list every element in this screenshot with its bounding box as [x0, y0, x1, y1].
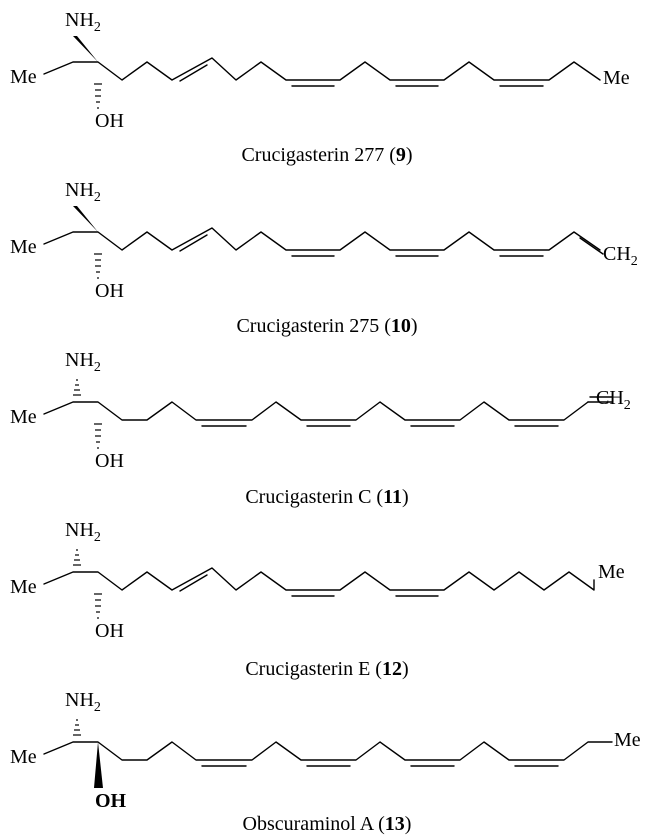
- amine-label: NH2: [65, 519, 101, 545]
- carbon-chain: [43, 227, 601, 251]
- left-methyl-label: Me: [10, 576, 37, 598]
- right-group-label: Me: [603, 67, 630, 89]
- left-methyl-label: Me: [10, 236, 37, 258]
- left-methyl-label: Me: [10, 66, 37, 88]
- hydroxyl-hash-bond: [94, 423, 102, 449]
- hydroxyl-hash-bond: [94, 83, 102, 109]
- right-group-label: CH2: [596, 387, 631, 413]
- amine-label: NH2: [65, 9, 101, 35]
- molecule-12: NH2 Me OH Me Crucigasterin E (12): [10, 519, 625, 680]
- hydroxyl-label: OH: [95, 790, 127, 812]
- carbon-chain: [43, 57, 601, 81]
- double-bond-e: [179, 234, 208, 252]
- compound-caption: Crucigasterin 275 (10): [236, 315, 417, 337]
- left-methyl-label: Me: [10, 746, 37, 768]
- compound-caption: Obscuraminol A (13): [243, 813, 412, 835]
- amine-label: NH2: [65, 349, 101, 375]
- molecule-11: NH2 Me OH CH2 Crucigasterin C (11): [10, 349, 631, 508]
- amine-hash-bond: [73, 719, 81, 736]
- hydroxyl-hash-bond: [94, 593, 102, 619]
- right-group-label: Me: [614, 729, 641, 751]
- hydroxyl-label: OH: [95, 620, 124, 642]
- amine-wedge-bond: [73, 36, 98, 62]
- double-bond-e: [179, 574, 208, 592]
- right-group-label: CH2: [603, 243, 638, 269]
- terminal-double-bond: [579, 237, 604, 255]
- hydroxyl-label: OH: [95, 110, 124, 132]
- compound-caption: Crucigasterin E (12): [245, 658, 408, 680]
- amine-hash-bond: [73, 549, 81, 566]
- left-methyl-label: Me: [10, 406, 37, 428]
- compound-caption: Crucigasterin 277 (9): [241, 144, 412, 166]
- compound-caption: Crucigasterin C (11): [245, 486, 408, 508]
- amine-hash-bond: [73, 379, 81, 396]
- right-group-label: Me: [598, 561, 625, 583]
- molecule-13: NH2 Me OH Me Obscuraminol A (13): [10, 689, 641, 835]
- molecule-9: NH2 Me OH Me Crucigasterin 277 (9): [10, 9, 630, 166]
- carbon-chain: [43, 401, 589, 421]
- double-bond-e: [179, 64, 208, 82]
- amine-wedge-bond: [73, 206, 98, 232]
- amine-label: NH2: [65, 179, 101, 205]
- hydroxyl-wedge-bond: [94, 742, 103, 788]
- amine-label: NH2: [65, 689, 101, 715]
- carbon-chain: [43, 567, 595, 591]
- carbon-chain: [43, 741, 613, 761]
- hydroxyl-label: OH: [95, 280, 124, 302]
- molecule-10: NH2 Me OH CH2 Crucigasterin 275 (10): [10, 179, 638, 337]
- hydroxyl-hash-bond: [94, 253, 102, 279]
- hydroxyl-label: OH: [95, 450, 124, 472]
